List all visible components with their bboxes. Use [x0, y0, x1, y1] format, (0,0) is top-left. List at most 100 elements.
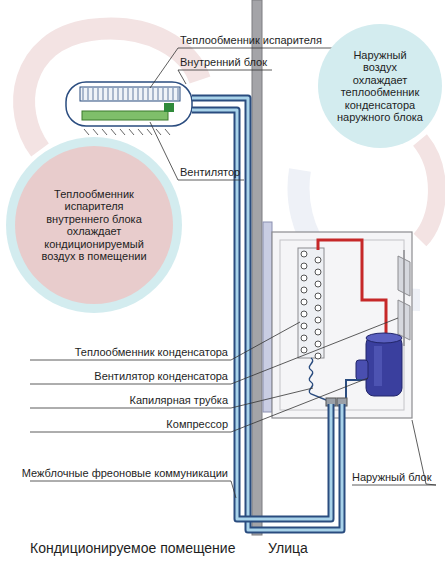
compressor-top [366, 333, 402, 343]
part-label: Теплообменник конденсатора [75, 345, 228, 359]
fin [163, 88, 164, 100]
part-label: Капилярная трубка [130, 393, 228, 407]
refrigerant-pipe-fill [192, 98, 342, 530]
leader-line [352, 420, 436, 485]
louver [147, 129, 152, 135]
coil-tube [301, 335, 307, 341]
coil-tube [315, 317, 321, 323]
outdoor-side-panel [263, 222, 272, 412]
leader-line [150, 122, 244, 180]
coil-tube [301, 311, 307, 317]
airflow-swirl [24, 29, 200, 150]
circle-ring [318, 24, 442, 148]
indoor-unit [66, 82, 192, 126]
outdoor-frame [280, 240, 404, 410]
part-label: Наружный блок [352, 470, 432, 484]
area-label: Кондиционируемое помещение [30, 540, 235, 557]
fin [138, 88, 139, 100]
leader-line [30, 378, 368, 432]
accumulator [356, 360, 368, 380]
fin [113, 88, 114, 100]
condenser-coil [298, 248, 324, 358]
fin [143, 88, 144, 100]
louvers [84, 129, 170, 135]
fin [118, 88, 119, 100]
fin [168, 88, 169, 100]
coil-tube [301, 275, 307, 281]
info-circle: Теплообменник испарителя внутреннего бло… [6, 137, 182, 313]
leader-line [178, 70, 272, 84]
part-label: Межблочные фреоновые коммуникации [22, 466, 228, 480]
fin [178, 88, 179, 100]
condenser-fan [398, 250, 410, 346]
louver [129, 129, 134, 135]
circle-ring [6, 137, 182, 313]
fin [153, 88, 154, 100]
evaporator-coil [80, 87, 180, 101]
fan-shaft [403, 250, 405, 346]
fin [98, 88, 99, 100]
coil-tube [315, 341, 321, 347]
leader-line [30, 481, 236, 498]
indoor-fan [82, 111, 168, 120]
coil-tube [315, 281, 321, 287]
leader-line [30, 318, 398, 384]
louver [111, 129, 116, 135]
part-label: Теплообменник испарителя [180, 33, 322, 47]
coil-tube [315, 269, 321, 275]
refrigerant-pipe [192, 98, 342, 530]
compressor-body [366, 336, 402, 396]
wall [252, 0, 262, 535]
evaporator-fins [83, 88, 178, 100]
circle-text: Теплообменник испарителя внутреннего бло… [36, 188, 152, 263]
fin [133, 88, 134, 100]
circle-fill [15, 146, 173, 304]
coil-tube [315, 257, 321, 263]
circle-text: Наружный воздух охлаждает теплообменник … [335, 49, 425, 124]
fin [158, 88, 159, 100]
part-label: Компрессор [166, 417, 228, 431]
compressor [356, 333, 402, 396]
capillary-tube [309, 358, 331, 402]
louver [165, 129, 170, 135]
coil-tube [315, 305, 321, 311]
coil-tube [301, 299, 307, 305]
louver [84, 129, 89, 135]
leader-line [30, 322, 300, 360]
leader-line [30, 388, 313, 408]
coil-tube [301, 263, 307, 269]
outdoor-unit [272, 232, 412, 418]
louver [102, 129, 107, 135]
part-label: Внутренний блок [180, 55, 267, 69]
louver [93, 129, 98, 135]
part-label: Вентилятор [180, 165, 240, 179]
fin [148, 88, 149, 100]
louver [120, 129, 125, 135]
compressor-highlight [374, 346, 382, 386]
hot-gas-line [318, 240, 386, 334]
fin [173, 88, 174, 100]
coil-tube [315, 353, 321, 359]
coil-tube [301, 347, 307, 353]
fin [123, 88, 124, 100]
info-circle: Наружный воздух охлаждает теплообменник … [318, 24, 442, 148]
coil-tube [301, 323, 307, 329]
coil-tube [301, 251, 307, 257]
fin [83, 88, 84, 100]
louver [138, 129, 143, 135]
leader-line [150, 48, 340, 88]
coil-tube [315, 293, 321, 299]
coil-tube [315, 329, 321, 335]
airflow-swirl [420, 140, 437, 240]
part-label: Вентилятор конденсатора [94, 369, 228, 383]
coil-tube [301, 287, 307, 293]
indoor-fan-motor [164, 103, 174, 112]
fin [128, 88, 129, 100]
fin [103, 88, 104, 100]
condenser-tubes [301, 251, 321, 359]
louver [156, 129, 161, 135]
area-label: Улица [268, 540, 308, 557]
fin [88, 88, 89, 100]
fin [93, 88, 94, 100]
